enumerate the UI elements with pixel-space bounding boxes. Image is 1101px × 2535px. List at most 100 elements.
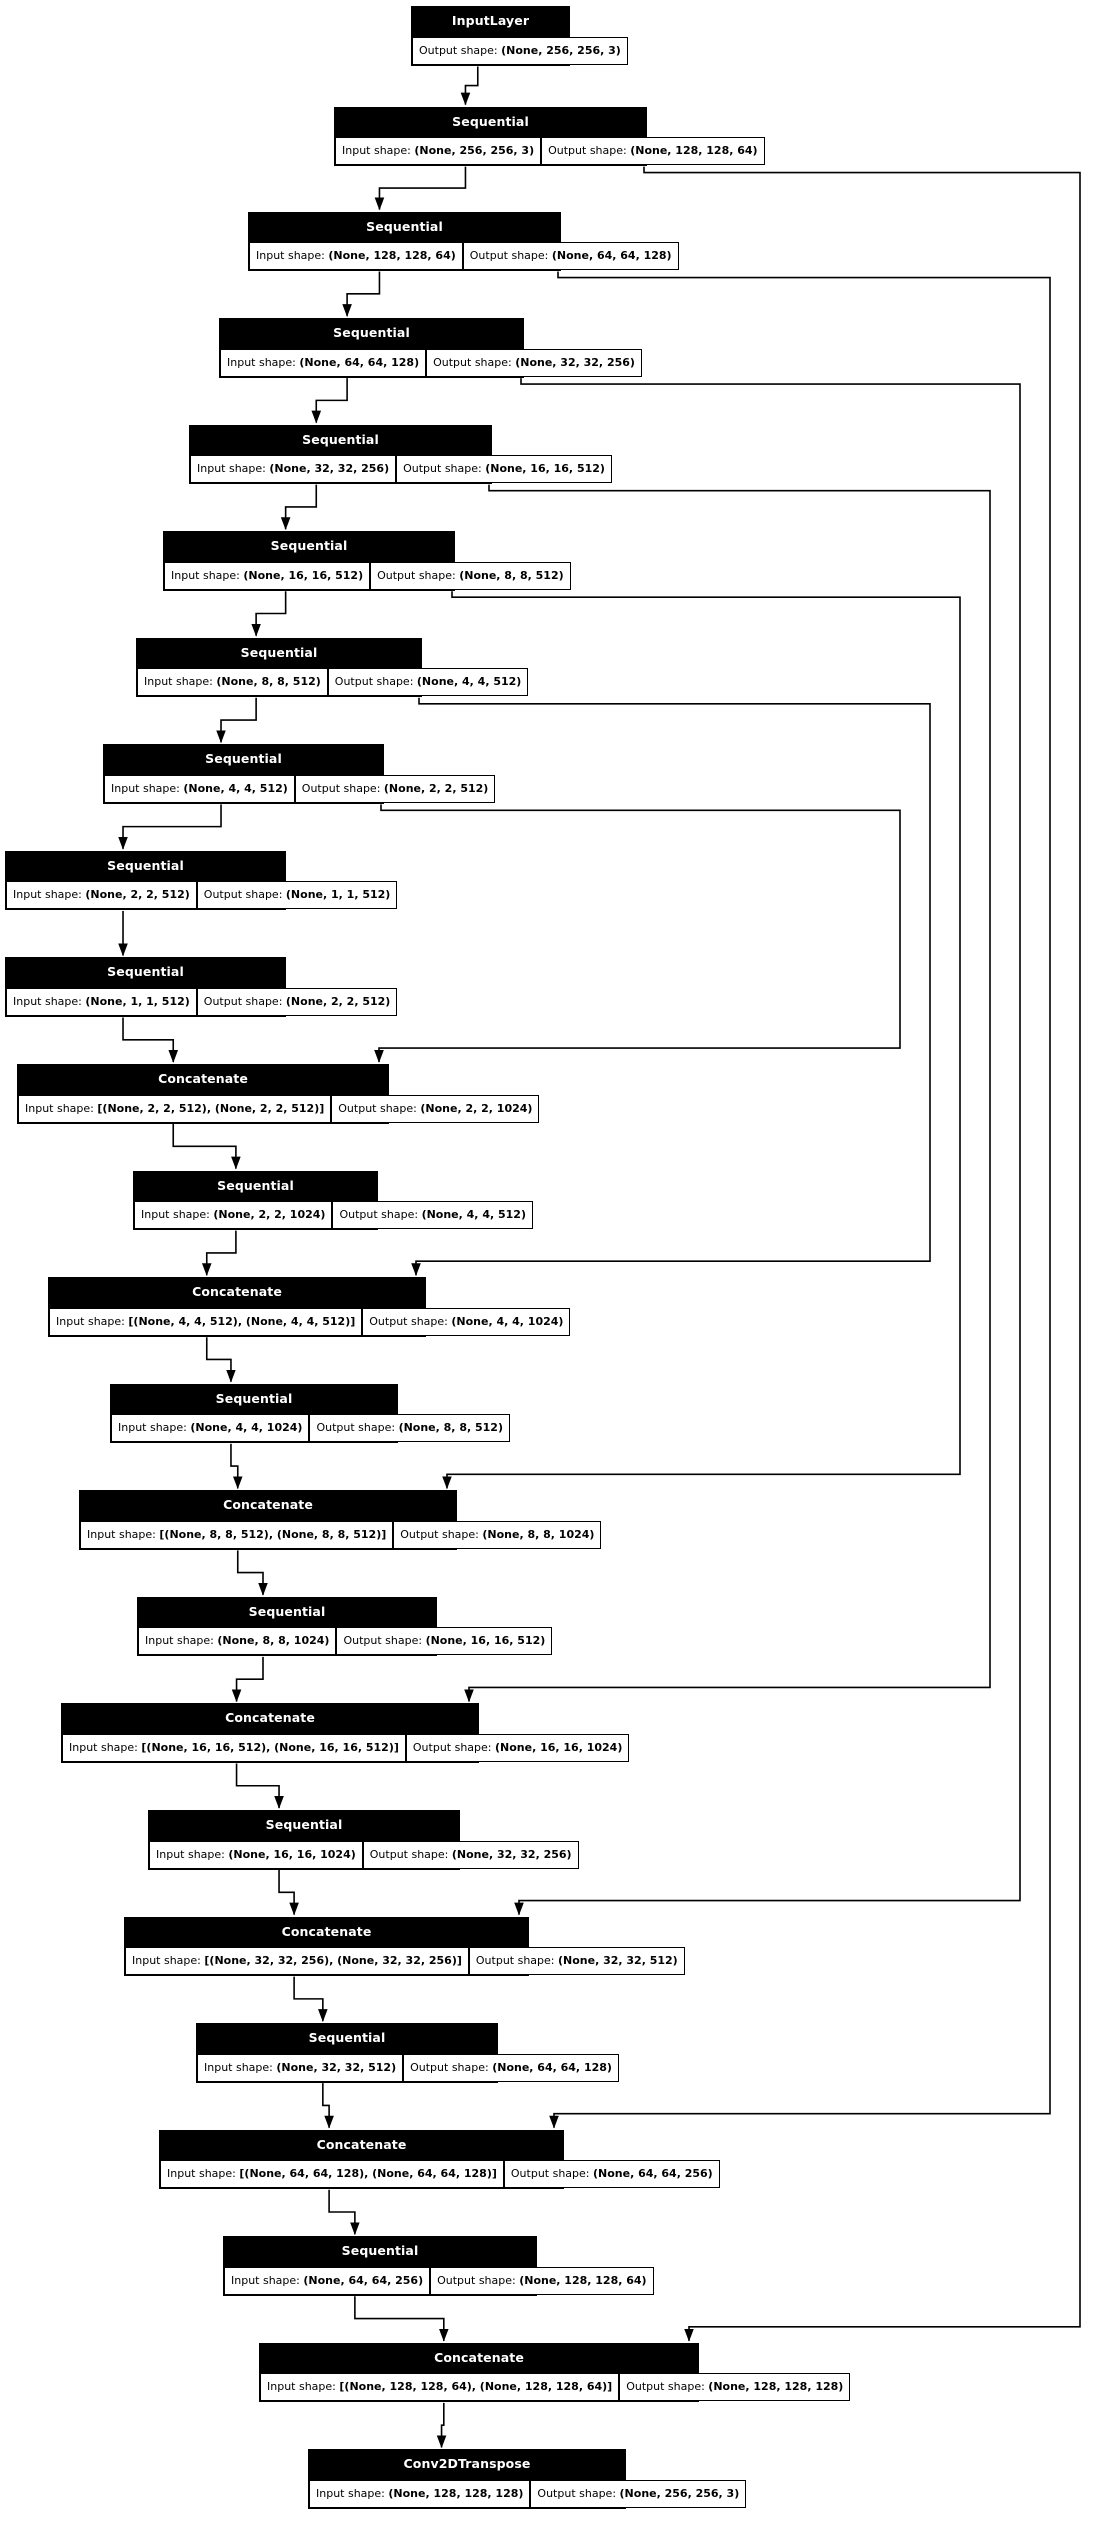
node-input-shape-value: (None, 32, 32, 256) [269, 462, 390, 476]
node-input-shape: Input shape: (None, 8, 8, 512) [137, 668, 328, 697]
node-title: Sequential [224, 2237, 536, 2267]
node-shape-row: Input shape: [(None, 64, 64, 128), (None… [160, 2160, 720, 2189]
graph-edge [374, 166, 467, 211]
node-input-shape-value: (None, 128, 128, 64) [328, 249, 456, 263]
node-output-shape-label: Output shape: [510, 2167, 593, 2181]
node-input-shape-label: Input shape: [167, 2167, 240, 2181]
node-output-shape-label: Output shape: [469, 249, 552, 263]
node-title: Sequential [104, 745, 383, 775]
node-input-shape-value: (None, 2, 2, 512) [85, 888, 190, 902]
node-output-shape-label: Output shape: [400, 1527, 483, 1541]
node-input-shape-label: Input shape: [144, 675, 217, 689]
node-shape-row: Input shape: [(None, 128, 128, 64), (Non… [260, 2373, 851, 2402]
node-input-shape-label: Input shape: [256, 249, 329, 263]
node-input-shape-value: (None, 2, 2, 1024) [213, 1208, 326, 1222]
node-input-shape-label: Input shape: [118, 1421, 191, 1435]
node-input-shape-value: (None, 128, 128, 128) [388, 2486, 524, 2500]
node-shape-row: Input shape: [(None, 16, 16, 512), (None… [62, 1733, 630, 1762]
node-title: InputLayer [412, 7, 569, 37]
graph-edge [278, 1870, 299, 1916]
node-output-shape-label: Output shape: [403, 462, 486, 476]
node-input-shape-label: Input shape: [227, 355, 300, 369]
node-input-shape: Input shape: (None, 4, 4, 1024) [111, 1414, 310, 1443]
node-title: Sequential [138, 1597, 436, 1628]
node-input-shape-value: (None, 8, 8, 512) [216, 675, 321, 689]
node-title: Concatenate [18, 1065, 388, 1095]
node-output-shape-value: (None, 256, 256, 3) [501, 43, 621, 57]
graph-edge [280, 484, 318, 531]
node-input-shape-label: Input shape: [145, 1634, 218, 1648]
node-input-shape-label: Input shape: [69, 1740, 142, 1754]
node-input-shape: Input shape: (None, 128, 128, 64) [249, 242, 463, 271]
node-input-shape: Input shape: (None, 64, 64, 256) [224, 2266, 431, 2295]
graph-edge [342, 271, 381, 317]
node-title: Sequential [335, 107, 646, 138]
node-output-shape-label: Output shape: [369, 1314, 452, 1328]
node-input-shape-label: Input shape: [87, 1527, 160, 1541]
node-output-shape-value: (None, 16, 16, 1024) [495, 1740, 623, 1754]
node-input-shape: Input shape: (None, 32, 32, 256) [190, 455, 397, 484]
node-shape-row: Input shape: (None, 16, 16, 1024)Output … [149, 1840, 579, 1869]
graph-edge [436, 2402, 447, 2449]
node-input-shape: Input shape: (None, 256, 256, 3) [335, 137, 542, 166]
node-input-shape-value: [(None, 32, 32, 256), (None, 32, 32, 256… [204, 1954, 462, 1968]
node-output-shape-value: (None, 64, 64, 256) [593, 2167, 713, 2181]
node-output-shape-label: Output shape: [343, 1634, 426, 1648]
node-shape-row: Input shape: (None, 4, 4, 1024)Output sh… [111, 1414, 510, 1443]
node-shape-row: Input shape: (None, 4, 4, 512)Output sha… [104, 774, 496, 803]
node-shape-row: Input shape: (None, 128, 128, 64) Output … [249, 242, 679, 271]
node-output-shape: Output shape: (None, 1, 1, 512) [196, 881, 398, 910]
node-input-shape-label: Input shape: [156, 1847, 229, 1861]
node-input-shape: Input shape: (None, 32, 32, 512) [197, 2053, 404, 2082]
node-input-shape-value: [(None, 8, 8, 512), (None, 8, 8, 512)] [159, 1527, 387, 1541]
node-output-shape-label: Output shape: [338, 1101, 421, 1115]
node-input-shape-value: [(None, 16, 16, 512), (None, 16, 16, 512… [141, 1740, 399, 1754]
graph-edge [442, 591, 961, 1490]
node-title: Sequential [164, 532, 454, 562]
node-output-shape-label: Output shape: [437, 2273, 520, 2287]
node-output-shape-value: (None, 4, 4, 1024) [451, 1314, 564, 1328]
node-shape-row: Input shape: (None, 2, 2, 1024)Output sh… [134, 1201, 533, 1230]
node-shape-row: Output shape: (None, 256, 256, 3) [412, 36, 628, 65]
node-output-shape: Output shape: (None, 128, 128, 64) [430, 2266, 654, 2295]
node-title: Concatenate [62, 1704, 478, 1734]
node-shape-row: Input shape: (None, 32, 32, 256) Output s… [190, 455, 612, 484]
node-output-shape: Output shape: (None, 128, 128, 64) [541, 137, 765, 166]
graph-edge [201, 1230, 237, 1276]
node-title: Sequential [134, 1171, 377, 1202]
node-output-shape-value: (None, 1, 1, 512) [285, 888, 391, 902]
node-output-shape: Output shape: (None, 256, 256, 3) [530, 2479, 747, 2508]
graph-edge [460, 66, 479, 106]
node-title: Concatenate [260, 2343, 698, 2374]
node-output-shape-label: Output shape: [377, 568, 460, 582]
node-output-shape-value: (None, 16, 16, 512) [425, 1634, 546, 1648]
node-shape-row: Input shape: (None, 2, 2, 512)Output sha… [6, 881, 398, 910]
node-output-shape: Output shape: (None, 128, 128, 128) [619, 2373, 851, 2402]
node-output-shape-value: (None, 128, 128, 64) [630, 144, 758, 158]
node-input-shape-value: [(None, 2, 2, 512), (None, 2, 2, 512)] [97, 1101, 325, 1115]
